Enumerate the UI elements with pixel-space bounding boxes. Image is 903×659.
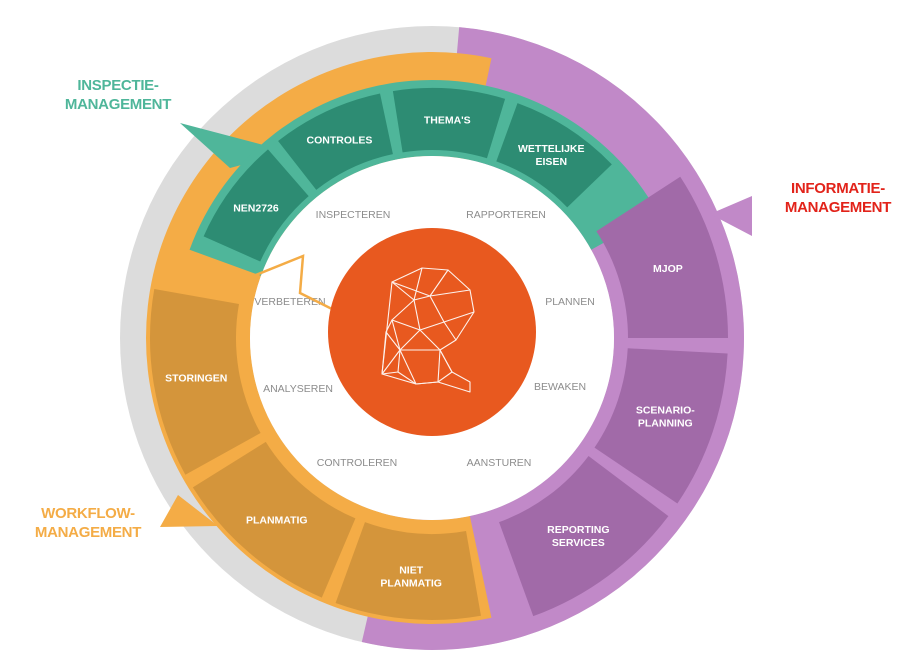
segment-tile	[335, 522, 481, 620]
segment-tile	[594, 348, 728, 504]
verb-verbeteren: VERBETEREN	[254, 296, 325, 308]
segment-label: MJOP	[653, 263, 683, 275]
informatie-management-text: INFORMATIE-MANAGEMENT	[785, 180, 891, 216]
segment-label: THEMA'S	[424, 115, 471, 127]
segment-tile	[496, 103, 612, 208]
verb-inspecteren: INSPECTEREN	[316, 209, 391, 221]
inspectie-management-label: INSPECTIE-MANAGEMENT	[65, 77, 172, 113]
segment-label: PLANMATIG	[246, 515, 308, 527]
segment-label: STORINGEN	[165, 372, 227, 384]
informatie-outer-band	[361, 27, 744, 650]
segment-controles: CONTROLES	[278, 93, 393, 190]
segment-storingen: STORINGEN	[149, 289, 261, 475]
informatie-management-label: INFORMATIE-MANAGEMENT	[785, 180, 892, 216]
segment-tile	[192, 441, 356, 598]
segment-tile	[392, 87, 506, 159]
improve-pointer-line	[235, 254, 351, 320]
segment-scenario-planning: SCENARIO-PLANNING	[594, 348, 728, 504]
core-circle	[328, 228, 536, 436]
workflow-management-text: WORKFLOW-MANAGEMENT	[35, 505, 141, 541]
segment-tile	[149, 289, 261, 475]
verbs-layer: INSPECTEREN RAPPORTEREN PLANNEN BEWAKEN AANS…	[254, 209, 594, 469]
segment-tile	[499, 455, 669, 617]
verb-aansturen: AANSTUREN	[467, 457, 532, 469]
segment-label: NEN2726	[233, 203, 279, 215]
segment-label: SCENARIO-PLANNING	[636, 405, 695, 430]
verb-rapporteren: RAPPORTEREN	[466, 209, 546, 221]
segment-nen2726: NEN2726	[203, 149, 309, 262]
segment-mjop: MJOP	[596, 176, 728, 338]
verb-controleren: CONTROLEREN	[317, 457, 398, 469]
verb-bewaken: BEWAKEN	[534, 381, 586, 393]
verb-analyseren: ANALYSEREN	[263, 383, 333, 395]
segment-planmatig: PLANMATIG	[192, 441, 356, 598]
workflow-pointer-arrow	[160, 495, 218, 527]
segment-label: CONTROLES	[306, 135, 372, 147]
verb-plannen: PLANNEN	[545, 296, 595, 308]
segment-tile	[278, 93, 393, 190]
informatie-pointer-arrow	[710, 196, 752, 236]
segment-tile	[596, 176, 728, 338]
geometric-bird-logo-icon	[381, 267, 475, 393]
workflow-management-label: WORKFLOW-MANAGEMENT	[35, 505, 142, 541]
inspectie-management-text: INSPECTIE-MANAGEMENT	[65, 77, 171, 113]
segment-thema-s: THEMA'S	[392, 87, 506, 159]
segment-tile	[203, 149, 309, 262]
